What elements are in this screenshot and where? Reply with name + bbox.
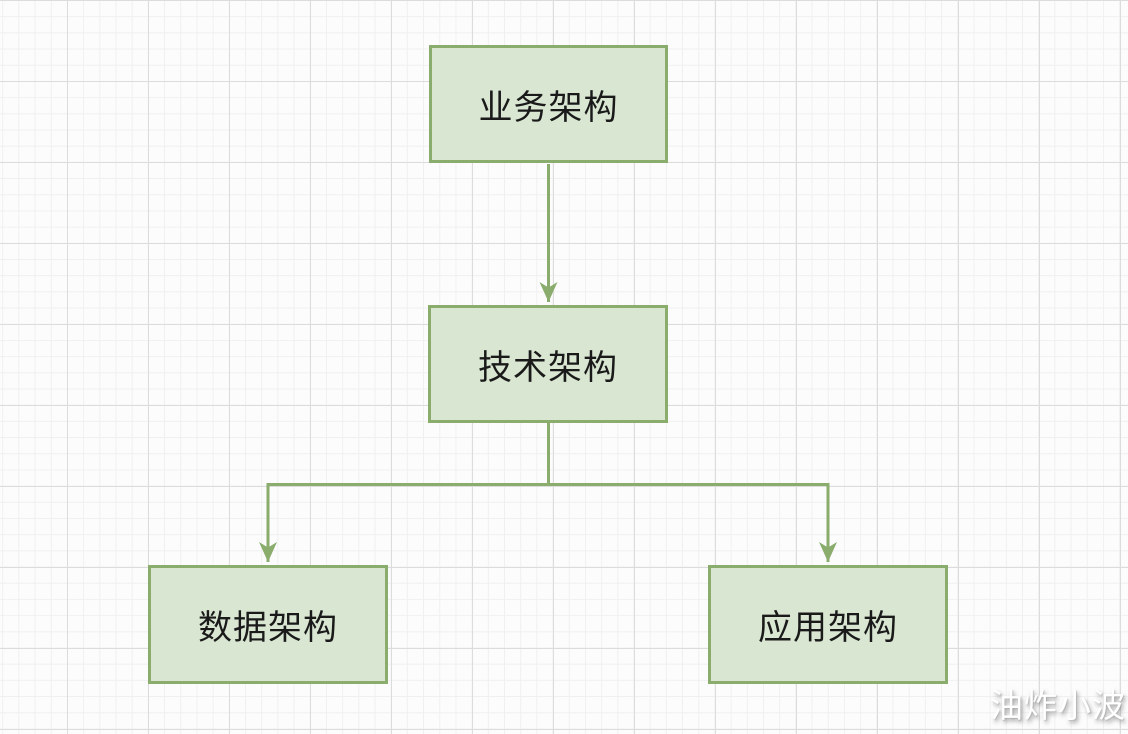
edge-technology-to-application (548, 483, 837, 562)
node-business-architecture-label: 业务架构 (478, 88, 619, 127)
watermark: 油炸小波 (990, 687, 1126, 724)
node-application-architecture-label: 应用架构 (758, 609, 898, 647)
edge-technology-to-data (259, 423, 550, 562)
node-technology-architecture-label: 技术架构 (478, 348, 618, 387)
node-data-architecture: 数据架构 (148, 565, 388, 684)
node-technology-architecture: 技术架构 (428, 305, 668, 423)
node-application-architecture: 应用架构 (708, 565, 948, 684)
node-data-architecture-label: 数据架构 (198, 609, 338, 647)
node-business-architecture: 业务架构 (429, 45, 668, 163)
